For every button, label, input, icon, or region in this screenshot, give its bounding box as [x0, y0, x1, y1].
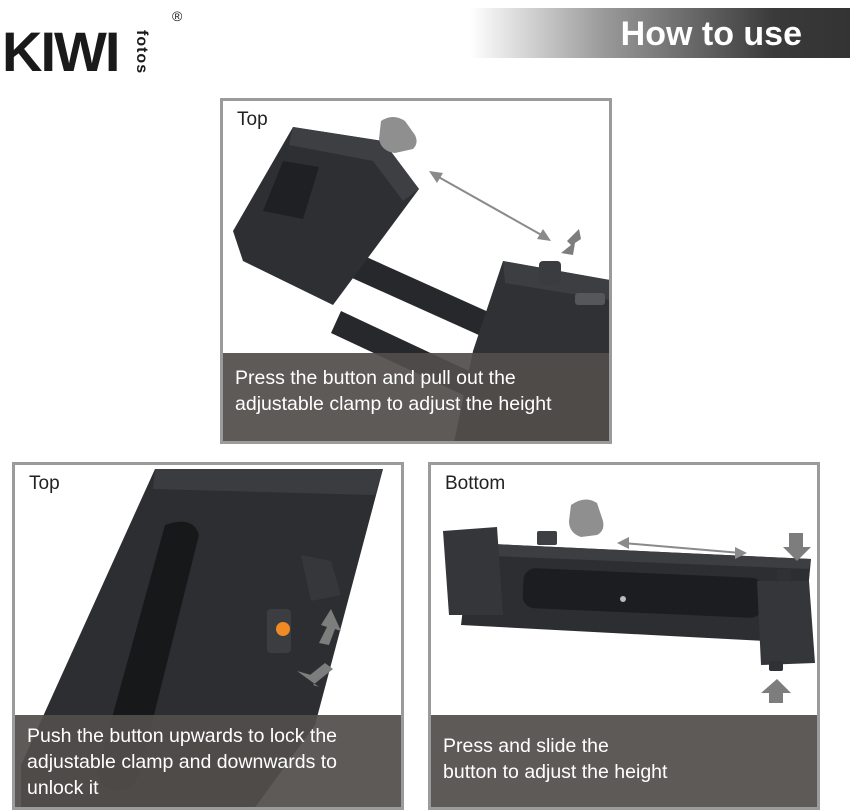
step-panel-top-pull: Top Press the button and pull out the ad… [220, 98, 612, 444]
panel-label: Top [237, 109, 268, 130]
caption-line: unlock it [27, 777, 99, 799]
step-caption: Push the button upwards to lock the adju… [15, 715, 401, 807]
logo-subtext: fotos [133, 30, 150, 75]
caption-line: Push the button upwards to lock the [27, 725, 338, 747]
caption-line: button to adjust the height [443, 761, 668, 783]
indicator-dot [276, 622, 290, 636]
caption-line: adjustable clamp and downwards to [27, 751, 338, 773]
panel-label: Bottom [445, 473, 506, 494]
up-arrow-icon [319, 609, 341, 645]
logo-text: KIWI [2, 20, 120, 83]
clamp-slide-illustration [443, 499, 815, 703]
page-title: How to use [620, 15, 802, 53]
lock-button [539, 261, 561, 285]
registered-mark: ® [172, 8, 183, 24]
step-caption: Press the button and pull out the adjust… [223, 353, 609, 441]
down-arrow-icon [783, 533, 811, 561]
arrow-icon [561, 229, 581, 255]
hand-icon [379, 117, 417, 153]
step-panel-bottom-slide: Bottom Press and slide the button to adj… [428, 462, 820, 810]
step-panel-top-lock: Top Push the button upwards to lock the … [12, 462, 404, 810]
caption-line: Press the button and pull out the [235, 367, 516, 389]
panel-label: Top [29, 473, 60, 494]
up-arrow-icon [761, 679, 791, 703]
kiwi-fotos-logo: KIWI fotos ® [2, 8, 192, 83]
caption-line: Press and slide the [443, 735, 609, 757]
header-banner: How to use [470, 8, 850, 58]
hand-icon [569, 499, 604, 537]
step-caption: Press and slide the button to adjust the… [431, 715, 817, 807]
down-arrow-icon [297, 663, 333, 687]
caption-line: adjustable clamp to adjust the height [235, 393, 552, 415]
